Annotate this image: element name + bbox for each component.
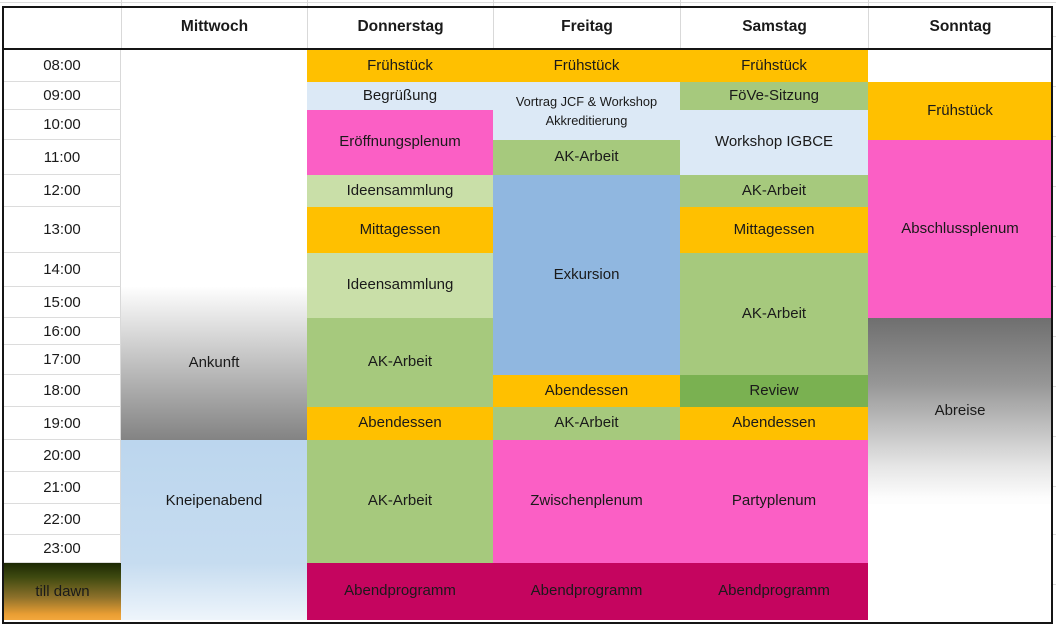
gridline <box>121 0 122 6</box>
day-header-donnerstag: Donnerstag <box>307 6 493 48</box>
event-block: Mittagessen <box>680 207 868 253</box>
event-block: Mittagessen <box>307 207 493 253</box>
gridline <box>307 0 308 6</box>
time-label-1800: 18:00 <box>4 375 121 407</box>
time-label-0900: 09:00 <box>4 82 121 110</box>
gridline <box>1053 86 1056 87</box>
event-block: AK-Arbeit <box>307 440 493 563</box>
time-label-1000: 10:00 <box>4 110 121 140</box>
time-label-0800: 08:00 <box>4 50 121 82</box>
gridline <box>1053 136 1056 137</box>
gridline <box>1053 186 1056 187</box>
event-block: Abendessen <box>680 407 868 440</box>
event-block: Abendprogramm <box>307 563 493 620</box>
time-label-till-dawn: till dawn <box>4 563 121 620</box>
gridline <box>1053 236 1056 237</box>
event-block: AK-Arbeit <box>680 175 868 207</box>
event-block: Frühstück <box>493 50 680 82</box>
event-block: Abendessen <box>493 375 680 407</box>
time-label-1100: 11:00 <box>4 140 121 175</box>
event-block: Ankunft <box>121 287 307 440</box>
gridline <box>1053 534 1056 535</box>
event-block: Abendprogramm <box>680 563 868 620</box>
time-label-1900: 19:00 <box>4 407 121 440</box>
day-header-sonntag: Sonntag <box>868 6 1052 48</box>
gridline <box>868 0 869 6</box>
event-block: Abreise <box>868 318 1052 504</box>
gridline <box>1053 286 1056 287</box>
time-label-1300: 13:00 <box>4 207 121 253</box>
time-label-2100: 21:00 <box>4 472 121 504</box>
day-header-samstag: Samstag <box>680 6 868 48</box>
gridline <box>680 0 681 6</box>
time-label-2200: 22:00 <box>4 504 121 535</box>
time-label-1700: 17:00 <box>4 345 121 375</box>
event-block-fade <box>121 563 307 620</box>
event-block: Partyplenum <box>680 440 868 563</box>
event-block: Frühstück <box>868 82 1052 140</box>
event-label-line: Vortrag JCF & Workshop <box>515 93 658 109</box>
event-block: Eröffnungsplenum <box>307 110 493 175</box>
time-label-1600: 16:00 <box>4 318 121 345</box>
event-block: AK-Arbeit <box>680 253 868 375</box>
event-block: Abschlussplenum <box>868 140 1052 318</box>
event-block: Ideensammlung <box>307 253 493 318</box>
event-block: FöVe-Sitzung <box>680 82 868 110</box>
event-block: Frühstück <box>307 50 493 82</box>
event-block: AK-Arbeit <box>493 407 680 440</box>
event-block: Abendessen <box>307 407 493 440</box>
event-block: Vortrag JCF & Workshop Akkreditierung <box>493 82 680 140</box>
gridline <box>1053 336 1056 337</box>
time-label-1400: 14:00 <box>4 253 121 287</box>
event-block: Exkursion <box>493 175 680 375</box>
day-header-mittwoch: Mittwoch <box>121 6 307 48</box>
gridline <box>1053 386 1056 387</box>
gridline <box>1053 436 1056 437</box>
time-label-1200: 12:00 <box>4 175 121 207</box>
time-label-2300: 23:00 <box>4 535 121 563</box>
gridline <box>0 2 1056 3</box>
gridline <box>1053 584 1056 585</box>
corner-cell <box>4 6 121 48</box>
time-label-2000: 20:00 <box>4 440 121 472</box>
event-block: Abendprogramm <box>493 563 680 620</box>
event-block: Kneipenabend <box>121 440 307 563</box>
event-block: Workshop IGBCE <box>680 110 868 175</box>
event-block: Begrüßung <box>307 82 493 110</box>
gridline <box>493 0 494 6</box>
event-block: AK-Arbeit <box>307 318 493 407</box>
event-block: Frühstück <box>680 50 868 82</box>
header-separator <box>2 48 1053 50</box>
event-block: AK-Arbeit <box>493 140 680 175</box>
time-label-1500: 15:00 <box>4 287 121 318</box>
event-label-line: Akkreditierung <box>545 113 628 128</box>
gridline <box>1053 486 1056 487</box>
gridline <box>1053 36 1056 37</box>
event-block: Zwischenplenum <box>493 440 680 563</box>
day-header-freitag: Freitag <box>493 6 680 48</box>
event-block: Review <box>680 375 868 407</box>
event-block: Ideensammlung <box>307 175 493 207</box>
